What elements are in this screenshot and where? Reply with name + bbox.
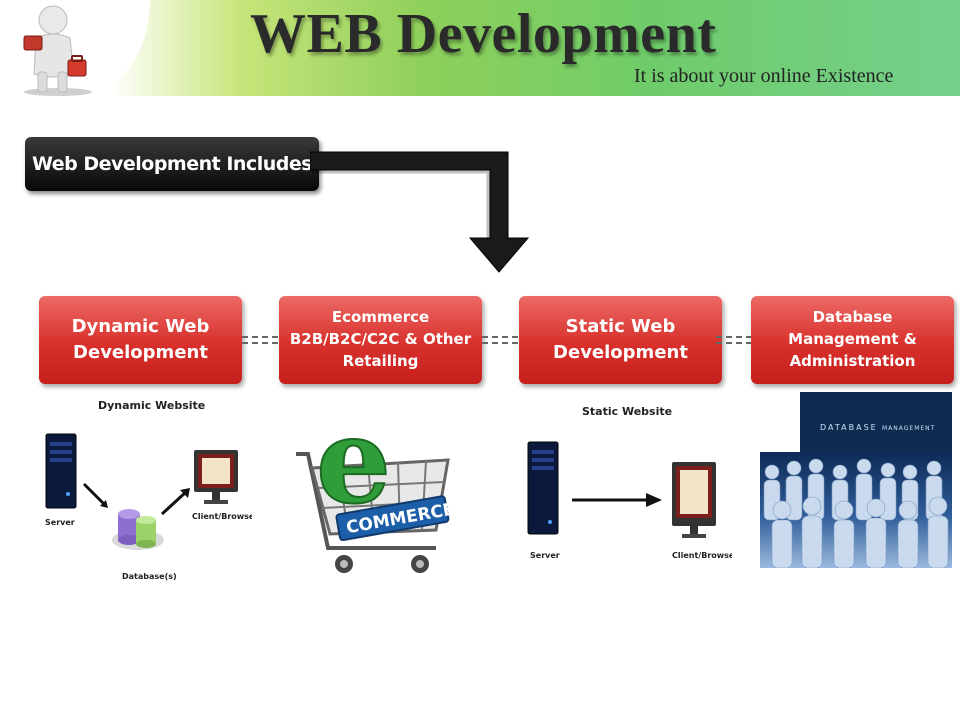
mascot-icon	[23, 5, 92, 96]
static-diagram-title: Static Website	[582, 405, 672, 418]
connector-dashes	[482, 336, 518, 344]
database-label: Database(s)	[122, 572, 177, 581]
client-label: Client/Browser	[192, 512, 252, 521]
server-icon	[527, 441, 559, 535]
card-database: Database Management & Administration	[751, 296, 954, 384]
includes-label: Web Development Includes	[25, 137, 319, 191]
ecommerce-cart-image: e COMMERCE	[296, 398, 456, 573]
page-title: WEB Development	[250, 3, 717, 65]
connector-dashes	[242, 336, 278, 344]
arrow-head-icon	[646, 493, 662, 507]
static-website-diagram: Static Website Server Client/Browser	[527, 405, 732, 560]
dynamic-diagram-title: Dynamic Website	[98, 399, 205, 412]
arrow-icon	[82, 482, 108, 508]
dynamic-website-diagram: Dynamic Website Server Database(s) Clien…	[45, 399, 252, 581]
database-image-subtext: MANAGEMENT	[882, 425, 935, 432]
client-label: Client/Browser	[672, 551, 732, 560]
monitor-icon	[672, 462, 716, 538]
down-arrow-icon	[310, 151, 530, 273]
database-image-text: DATABASE	[820, 423, 878, 432]
server-icon	[45, 433, 77, 509]
page-subtitle: It is about your online Existence	[634, 65, 894, 87]
server-label: Server	[45, 518, 75, 527]
card-ecommerce: Ecommerce B2B/B2C/C2C & Other Retailing	[279, 296, 482, 384]
card-static-web: Static Web Development	[519, 296, 722, 384]
database-icon	[112, 509, 164, 550]
arrow-icon	[160, 490, 188, 516]
server-label: Server	[530, 551, 560, 560]
crowd-figures-icon	[763, 458, 949, 568]
database-management-image: DATABASE MANAGEMENT	[760, 392, 952, 568]
monitor-icon	[194, 450, 238, 504]
arrow-head-icon	[100, 500, 108, 508]
connector-dashes	[716, 336, 752, 344]
header-banner	[0, 0, 960, 96]
card-dynamic-web: Dynamic Web Development	[39, 296, 242, 384]
arrow-head-icon	[180, 488, 190, 498]
